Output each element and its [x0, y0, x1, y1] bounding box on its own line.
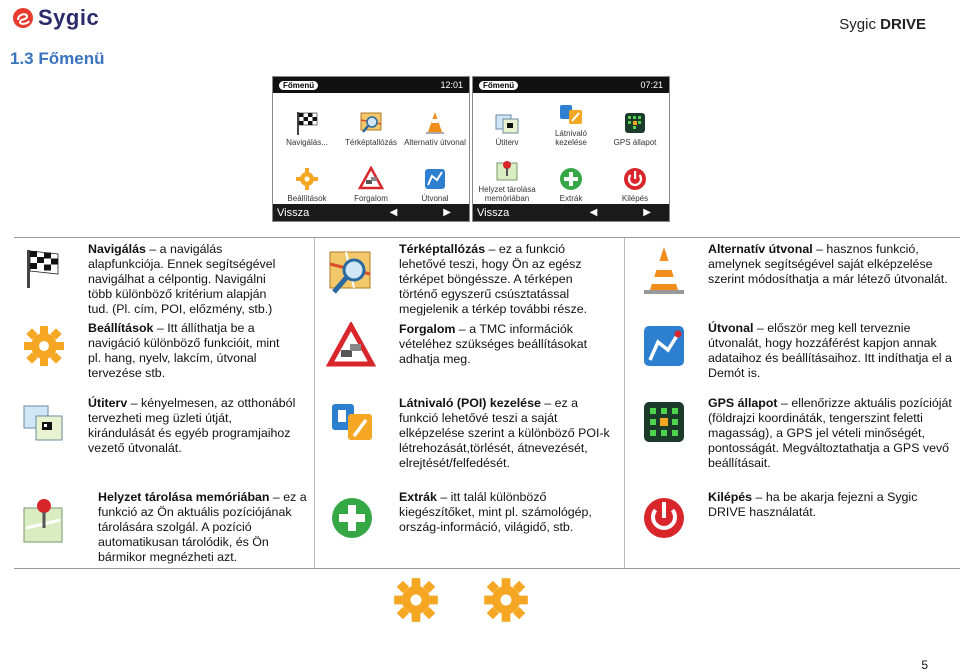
prev-arrow-icon[interactable]: ◀: [389, 207, 398, 218]
traffic-cone-icon: [644, 247, 684, 294]
menu-item-alternative-route[interactable]: Alternatív útvonal: [403, 93, 467, 149]
menu-item-map-browse[interactable]: Térképtallózás: [339, 93, 403, 149]
menu-item-navigation[interactable]: Navigálás...: [275, 93, 339, 149]
route-icon: [425, 169, 445, 189]
entry-itinerary: Útiterv – kényelmesen, az otthonából ter…: [88, 396, 296, 455]
entry-alternative-route: Alternatív útvonal – hasznos funkció, am…: [708, 242, 948, 286]
poi-wrench-icon: [332, 404, 372, 440]
column-divider: [314, 238, 315, 568]
traffic-warning-icon: [358, 166, 384, 190]
entry-gps-status: GPS állapot – ellenőrizze aktuális pozíc…: [708, 396, 952, 470]
plus-icon: [332, 498, 372, 538]
menu-item-itinerary[interactable]: Útiterv: [475, 93, 539, 149]
sygic-logo: Sygic: [12, 5, 99, 31]
menu-item-traffic[interactable]: Forgalom: [339, 149, 403, 205]
entry-map-browse: Térképtallózás – ez a funkció lehetővé t…: [399, 242, 588, 316]
menu-item-gps-status[interactable]: GPS állapot: [603, 93, 667, 149]
screen-topbar: Főmenü 12:01: [273, 77, 469, 93]
sygic-swirl-icon: [13, 8, 33, 28]
entry-route: Útvonal – először meg kell terveznie útv…: [708, 321, 952, 380]
main-menu-screen-2: Főmenü 07:21 Útiterv Látnivaló kezelése: [472, 76, 670, 222]
checkered-flag-icon: [27, 250, 59, 288]
screen-topbar: Főmenü 07:21: [473, 77, 669, 93]
entry-traffic: Forgalom – a TMC információk vételéhez s…: [399, 322, 588, 366]
map-magnifier-icon: [360, 112, 382, 133]
next-arrow-icon[interactable]: ▶: [643, 207, 651, 218]
entry-settings: Beállítások – Itt állíthatja be a navigá…: [88, 321, 280, 380]
gear-icon: [484, 578, 528, 622]
entry-extras: Extrák – itt talál különböző kiegészítők…: [399, 490, 592, 534]
itinerary-icon: [495, 114, 519, 134]
gear-icon: [296, 168, 318, 190]
menu-item-settings[interactable]: Beállítások: [275, 149, 339, 205]
checkered-flag-icon: [297, 112, 318, 135]
page-number: 5: [921, 658, 928, 672]
route-icon: [644, 326, 684, 366]
itinerary-icon: [23, 405, 63, 441]
poi-wrench-icon: [560, 105, 582, 124]
menu-item-route[interactable]: Útvonal: [403, 149, 467, 205]
screen-time: 12:01: [440, 80, 463, 90]
entry-exit: Kilépés – ha be akarja fejezni a Sygic D…: [708, 490, 918, 519]
traffic-cone-icon: [426, 112, 444, 134]
gear-icon: [24, 326, 64, 366]
gear-icon: [394, 578, 438, 622]
menu-item-exit[interactable]: Kilépés: [603, 149, 667, 205]
back-button[interactable]: Vissza: [277, 206, 310, 219]
column-divider: [624, 238, 625, 568]
traffic-warning-icon: [326, 322, 376, 367]
menu-item-save-position[interactable]: Helyzet tárolása memóriában: [475, 149, 539, 205]
power-exit-icon: [644, 498, 684, 538]
header-product: Sygic DRIVE: [839, 16, 926, 33]
screen-title: Főmenü: [279, 80, 319, 90]
section-title: 1.3 Főmenü: [10, 49, 105, 68]
plus-icon: [560, 168, 582, 190]
screen-bottombar: Vissza ◀ ▶: [473, 204, 669, 221]
prev-arrow-icon[interactable]: ◀: [589, 207, 598, 218]
entry-save-position: Helyzet tárolása memóriában – ez a funkc…: [98, 490, 307, 564]
power-exit-icon: [624, 168, 646, 190]
gps-satellite-icon: [644, 402, 684, 442]
save-position-icon: [23, 499, 63, 543]
logo-text: Sygic: [38, 5, 100, 30]
menu-item-poi-manage[interactable]: Látnivaló kezelése: [539, 93, 603, 149]
main-menu-screen-1: Főmenü 12:01 Navigálás...: [272, 76, 470, 222]
screen-bottombar: Vissza ◀ ▶: [273, 204, 469, 221]
back-button[interactable]: Vissza: [477, 206, 510, 219]
entry-navigation: Navigálás – a navigálás alapfunkciója. E…: [88, 242, 276, 316]
gps-satellite-icon: [625, 113, 645, 133]
entry-poi-manage: Látnivaló (POI) kezelése – ez a funkció …: [399, 396, 610, 470]
menu-item-extras[interactable]: Extrák: [539, 149, 603, 205]
map-magnifier-icon: [329, 251, 371, 294]
save-position-icon: [496, 161, 518, 181]
screen-time: 07:21: [640, 80, 663, 90]
screen-title: Főmenü: [479, 80, 519, 90]
feature-table: Navigálás – a navigálás alapfunkciója. E…: [14, 237, 960, 569]
next-arrow-icon[interactable]: ▶: [443, 207, 451, 218]
menu-screenshots: Főmenü 12:01 Navigálás...: [272, 76, 670, 222]
